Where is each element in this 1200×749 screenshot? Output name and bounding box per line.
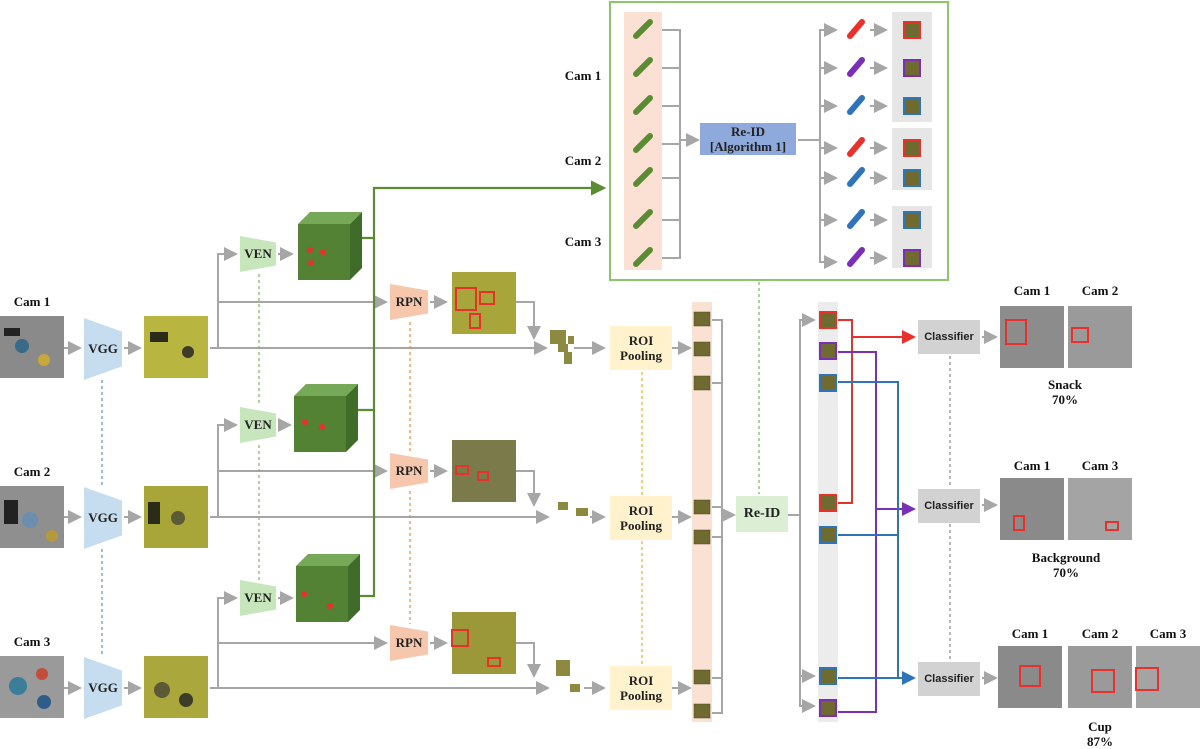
result-cup-label: Cup: [1088, 719, 1112, 734]
ven-block-cam1: VEN: [240, 236, 276, 272]
ven-block-cam2: VEN: [240, 407, 276, 443]
rpn-block-cam1: RPN: [390, 284, 428, 320]
cup-cam3-image: [1136, 646, 1200, 708]
reid-block: Re-ID: [736, 496, 788, 532]
snack-cam2-image: [1068, 306, 1132, 368]
result-background: Background 70%: [1016, 550, 1116, 580]
result-background-view-1: Cam 1: [1013, 458, 1051, 473]
rpn-block-cam3: RPN: [390, 625, 428, 661]
ven-output-cubes: [294, 212, 362, 622]
background-cam3-image: [1068, 478, 1132, 540]
rpn-block-cam2: RPN: [390, 453, 428, 489]
result-cup: Cup 87%: [1060, 719, 1140, 749]
result-background-view-2: Cam 3: [1081, 458, 1119, 473]
reid-algorithm-block: Re-ID[Algorithm 1]: [700, 123, 796, 155]
result-cup-view-2: Cam 2: [1081, 626, 1119, 641]
result-cup-view-3: Cam 3: [1149, 626, 1187, 641]
background-cam1-image: [1000, 478, 1064, 540]
panel-cam2-label: Cam 2: [564, 153, 602, 168]
panel-cam1-label: Cam 1: [564, 68, 602, 83]
ven-block-cam3: VEN: [240, 580, 276, 616]
cam1-feature-map: [144, 316, 208, 378]
cup-cam2-image: [1068, 646, 1132, 708]
cam1-label: Cam 1: [13, 294, 51, 309]
reid-detail-panel: [609, 1, 949, 281]
result-snack-confidence: 70%: [1052, 392, 1078, 407]
cam3-feature-map: [144, 656, 208, 718]
cup-cam1-image: [998, 646, 1062, 708]
snack-cam1-image: [1000, 306, 1064, 368]
cam2-label: Cam 2: [13, 464, 51, 479]
result-snack-view-1: Cam 1: [1013, 283, 1051, 298]
cam3-label: Cam 3: [13, 634, 51, 649]
result-background-confidence: 70%: [1053, 565, 1079, 580]
cam1-input-image: [0, 316, 64, 378]
roi-crops: [550, 330, 588, 692]
result-snack-view-2: Cam 2: [1081, 283, 1119, 298]
result-cup-view-1: Cam 1: [1011, 626, 1049, 641]
result-background-label: Background: [1031, 550, 1101, 565]
classifier-block-1: Classifier: [918, 320, 980, 354]
result-snack-label: Snack: [1048, 377, 1082, 392]
classifier-block-3: Classifier: [918, 662, 980, 696]
panel-cam3-label: Cam 3: [564, 234, 602, 249]
result-cup-confidence: 87%: [1087, 734, 1113, 749]
classifier-block-2: Classifier: [918, 489, 980, 523]
cam3-rpn-proposals: [452, 612, 516, 674]
result-snack: Snack 70%: [1020, 377, 1110, 407]
